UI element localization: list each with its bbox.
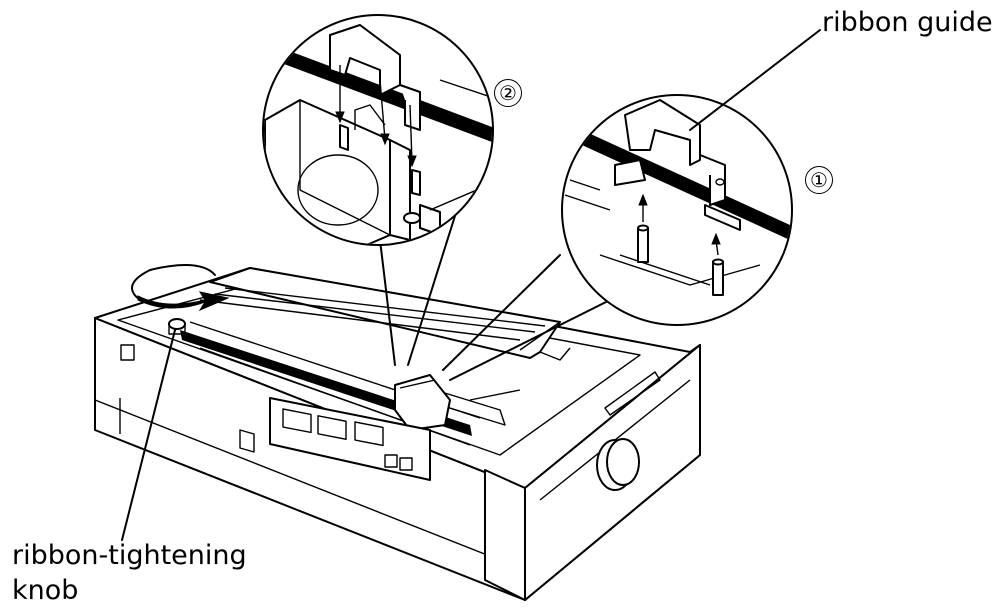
ribbon-guide-label: ribbon guide [822, 8, 993, 38]
ribbon-tightening-knob-label-line2: knob [12, 576, 78, 606]
ribbon-tightening-knob-label-line1: ribbon-tightening [12, 541, 247, 571]
step-1-marker: ① [805, 166, 833, 194]
detail-circle-step1 [560, 95, 792, 325]
ribbon-guide-leader-line [690, 30, 820, 130]
step-2-marker: ② [494, 79, 522, 107]
detail-circle-step2 [260, 15, 500, 250]
